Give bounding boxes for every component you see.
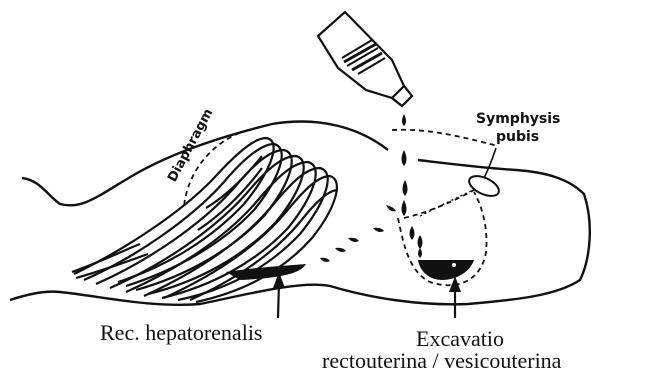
excavatio-label-line2: rectouterina / vesicouterina — [322, 350, 561, 372]
fluid-pools — [226, 260, 474, 280]
pool-highlight — [452, 263, 456, 267]
fluid-bottle — [318, 12, 412, 106]
rec-hepatorenalis-label: Rec. hepatorenalis — [100, 322, 263, 344]
symphysis-label-line2: pubis — [496, 130, 539, 144]
symphysis-label-line1: Symphysis — [476, 112, 560, 126]
excavatio-label-line1: Excavatio — [416, 328, 504, 350]
rib-cage — [72, 138, 338, 302]
fluid-drops — [320, 114, 423, 262]
